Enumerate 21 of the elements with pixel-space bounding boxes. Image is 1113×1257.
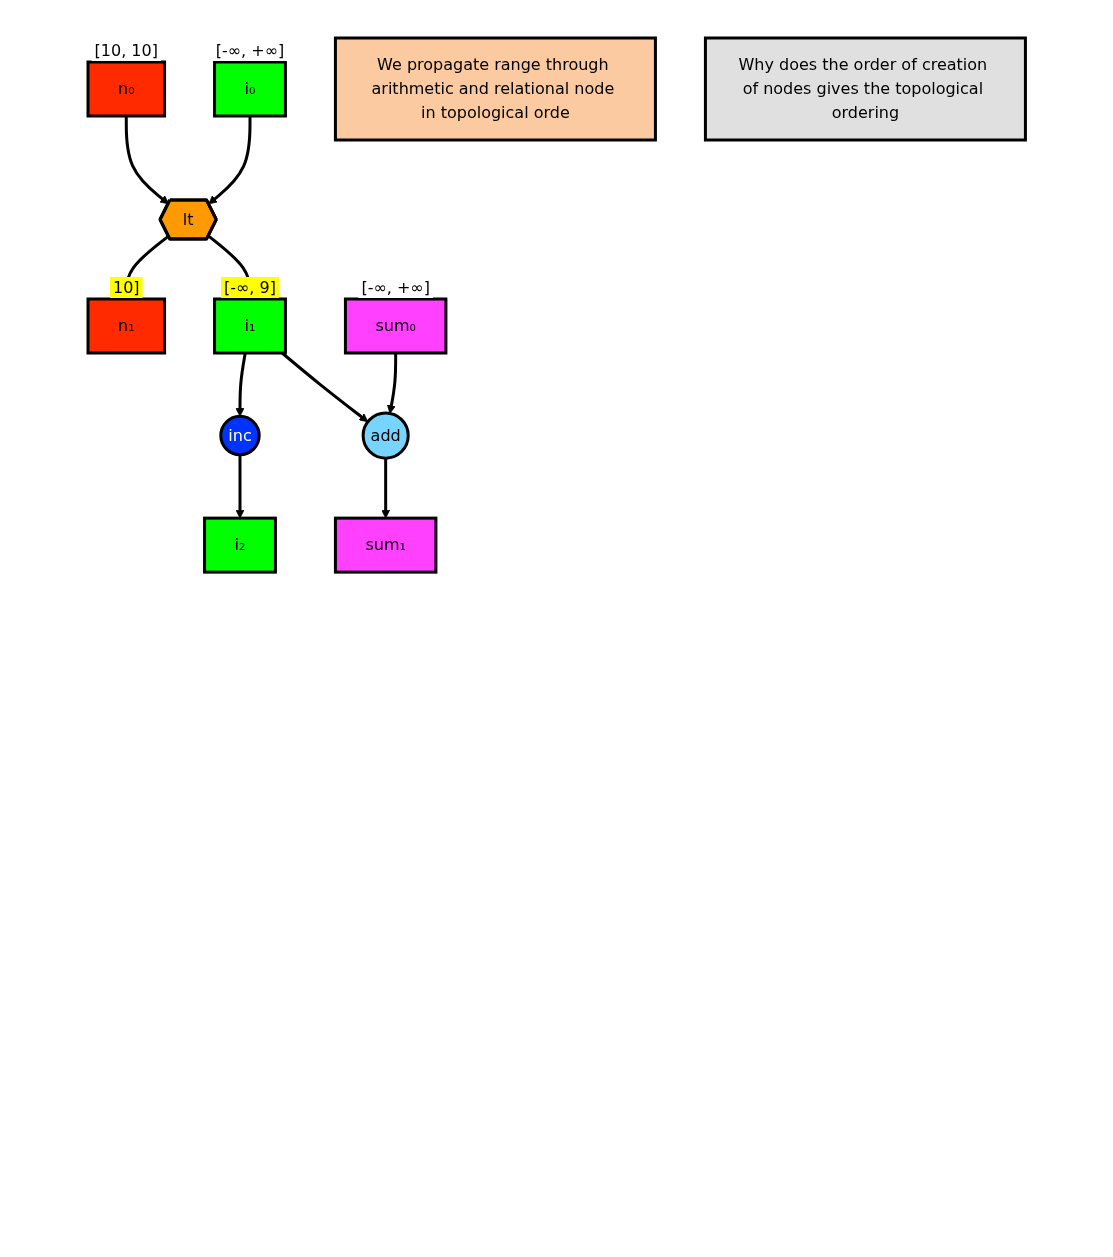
node-box: i₂: [202, 516, 277, 574]
arrow: [208, 116, 252, 205]
node-box: sum₀: [343, 297, 448, 355]
node-box: n₁: [86, 297, 166, 355]
node-box: Why does the order of creation of nodes gives the topological ordering: [703, 36, 1027, 142]
node-box: n₀: [86, 60, 166, 118]
node-label: [-∞, 9]: [223, 278, 276, 297]
node-box: i₁: [212, 297, 287, 355]
arrow: [235, 454, 245, 519]
node-box: We propagate range through arithmetic and relational node in topological orde: [333, 36, 657, 142]
node-circle: inc: [219, 414, 261, 457]
node-label: [-∞, +∞]: [215, 41, 285, 60]
node-box: sum₁: [333, 516, 438, 574]
arrow: [386, 353, 397, 414]
node-box: i₀: [212, 60, 287, 118]
node-label: [-∞, +∞]: [361, 278, 430, 297]
node-label: 10]: [112, 278, 140, 297]
node-label: [10, 10]: [94, 41, 158, 60]
arrow: [124, 116, 169, 205]
node-circle: add: [361, 411, 410, 460]
arrow: [381, 458, 390, 519]
